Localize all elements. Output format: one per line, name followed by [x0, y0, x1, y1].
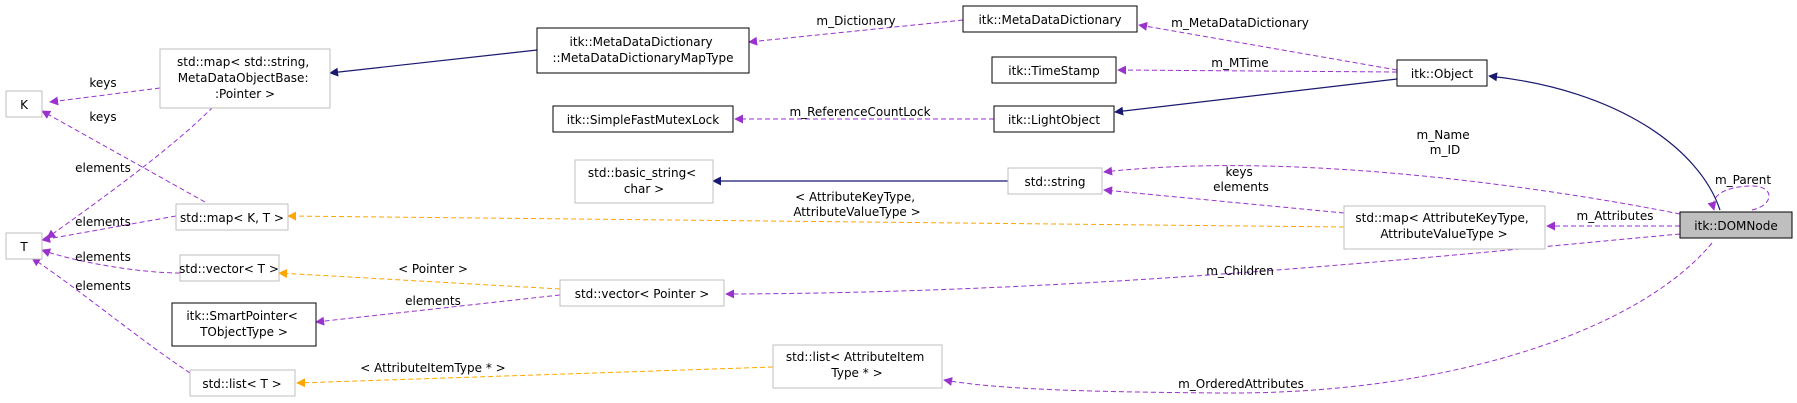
edge-inherit-lightobject-to-object — [1114, 78, 1398, 116]
label-m-mtime: m_MTime — [1211, 56, 1268, 70]
edge-vector-pointer-to-smartpointer — [315, 294, 561, 326]
edge-inherit-object-to-domnode — [1488, 72, 1721, 211]
label-elements-mapkt-to-t: elements — [75, 215, 131, 229]
svg-text:std::map< K, T >: std::map< K, T > — [180, 211, 284, 225]
node-metadatadictionary[interactable]: itk::MetaDataDictionary — [962, 5, 1138, 33]
svg-text:T: T — [19, 240, 28, 254]
node-string[interactable]: std::string — [1007, 167, 1103, 195]
node-list-t[interactable]: std::list< T > — [189, 369, 296, 397]
label-m-dictionary: m_Dictionary — [816, 14, 895, 28]
svg-text:itk::Object: itk::Object — [1411, 67, 1473, 81]
edge-mapkt-to-t — [41, 215, 177, 244]
node-map-attribute[interactable]: std::map< AttributeKeyType, AttributeVal… — [1343, 205, 1546, 250]
edge-template-vector-t-to-vector-pointer — [278, 268, 561, 290]
label-keys-elements-string: keys elements — [1213, 165, 1269, 194]
node-lightobject[interactable]: itk::LightObject — [993, 105, 1115, 133]
node-metadatadictionary-map-type[interactable]: itk::MetaDataDictionary ::MetaDataDictio… — [536, 27, 750, 74]
edge-domnode-to-domnode — [1707, 185, 1770, 211]
label-m-name-id: m_Name m_ID — [1417, 128, 1474, 157]
svg-text:itk::MetaDataDictionary: itk::MetaDataDictionary ::MetaDataDictio… — [553, 35, 734, 65]
svg-text:itk::MetaDataDictionary: itk::MetaDataDictionary — [978, 13, 1121, 27]
label-template-attr: < AttributeKeyType, AttributeValueType > — [793, 190, 920, 219]
label-keys-mapkt-to-k: keys — [89, 110, 116, 124]
label-m-orderedattributes: m_OrderedAttributes — [1178, 377, 1304, 391]
node-t[interactable]: T — [5, 232, 43, 260]
svg-text:std::vector< T >: std::vector< T > — [179, 262, 279, 276]
edge-object-to-timestamp — [1117, 65, 1398, 75]
node-vector-pointer[interactable]: std::vector< Pointer > — [559, 279, 725, 307]
label-m-parent: m_Parent — [1715, 173, 1771, 187]
svg-text:std::vector< Pointer >: std::vector< Pointer > — [575, 287, 710, 301]
edge-mapattr-to-string — [1103, 186, 1345, 214]
svg-text:std::list< AttributeItem: std::list< AttributeItem Type * > — [786, 350, 928, 380]
svg-text:K: K — [20, 98, 29, 112]
label-elements-map-to-t: elements — [75, 161, 131, 175]
label-template-attributeitem: < AttributeItemType * > — [360, 361, 505, 375]
label-m-children: m_Children — [1206, 264, 1274, 278]
node-vector-t[interactable]: std::vector< T > — [179, 254, 280, 282]
svg-text:itk::SimpleFastMutexLock: itk::SimpleFastMutexLock — [567, 113, 720, 127]
nodes: itk::MetaDataDictionary ::MetaDataDictio… — [5, 5, 1793, 397]
edge-dictionary-to-mapdictionary — [748, 19, 964, 46]
edge-object-to-metadatadictionary — [1138, 21, 1398, 71]
edges — [31, 19, 1770, 394]
edge-template-list-t-to-list-attributeitem — [296, 366, 774, 388]
edge-template-mapkt-to-mapattr — [287, 211, 1345, 228]
label-m-attributes: m_Attributes — [1577, 209, 1654, 223]
node-simplefastmutexlock[interactable]: itk::SimpleFastMutexLock — [552, 105, 734, 133]
edge-map-to-t — [46, 106, 214, 239]
node-basic-string[interactable]: std::basic_string< char > — [574, 159, 714, 204]
node-domnode[interactable]: itk::DOMNode — [1679, 211, 1793, 239]
svg-text:itk::LightObject: itk::LightObject — [1008, 113, 1100, 127]
label-keys-map-to-k: keys — [89, 76, 116, 90]
label-elements-vector-to-t: elements — [75, 250, 131, 264]
edge-list-to-t — [31, 257, 191, 374]
svg-text:std::map< AttributeKeyType,: std::map< AttributeKeyType, AttributeVal… — [1355, 211, 1532, 241]
svg-text:std::map< std::string,: std::map< std::string, MetaDataObjectBas… — [177, 55, 313, 101]
label-elements-list-to-t: elements — [75, 279, 131, 293]
label-m-metadatadictionary: m_MetaDataDictionary — [1171, 16, 1309, 30]
node-map-k-t[interactable]: std::map< K, T > — [175, 203, 289, 231]
edge-vector-to-t — [41, 248, 181, 274]
node-list-attributeitem[interactable]: std::list< AttributeItem Type * > — [772, 344, 943, 389]
svg-text:itk::SmartPointer< TOb: itk::SmartPointer< TObjectType > — [186, 309, 301, 339]
label-elements-smartpointer: elements — [405, 294, 461, 308]
edge-mapkt-to-k — [41, 110, 206, 203]
label-template-pointer: < Pointer > — [398, 262, 468, 276]
edge-map-to-k — [49, 87, 161, 106]
svg-text:std::string: std::string — [1024, 175, 1085, 189]
svg-text:std::list< T >: std::list< T > — [202, 377, 281, 391]
edge-domnode-to-string — [1103, 165, 1681, 215]
node-smartpointer[interactable]: itk::SmartPointer< TObjectType > — [171, 302, 317, 347]
edge-inherit-mapdictionary-to-map — [329, 49, 538, 77]
label-m-referencecountlock: m_ReferenceCountLock — [789, 105, 930, 119]
node-map-metadataobjectbase[interactable]: std::map< std::string, MetaDataObjectBas… — [159, 48, 331, 109]
node-object[interactable]: itk::Object — [1396, 59, 1488, 87]
node-k[interactable]: K — [5, 90, 43, 118]
edge-labels: m_Dictionary m_MetaDataDictionary m_MTim… — [75, 14, 1771, 391]
node-timestamp[interactable]: itk::TimeStamp — [991, 56, 1117, 84]
svg-text:std::basic_string< cha: std::basic_string< char > — [588, 166, 700, 196]
svg-text:itk::TimeStamp: itk::TimeStamp — [1008, 64, 1099, 78]
edge-domnode-to-list-attributeitem — [943, 242, 1713, 394]
edge-domnode-to-vector-pointer — [725, 233, 1681, 299]
svg-text:itk::DOMNode: itk::DOMNode — [1694, 219, 1777, 233]
